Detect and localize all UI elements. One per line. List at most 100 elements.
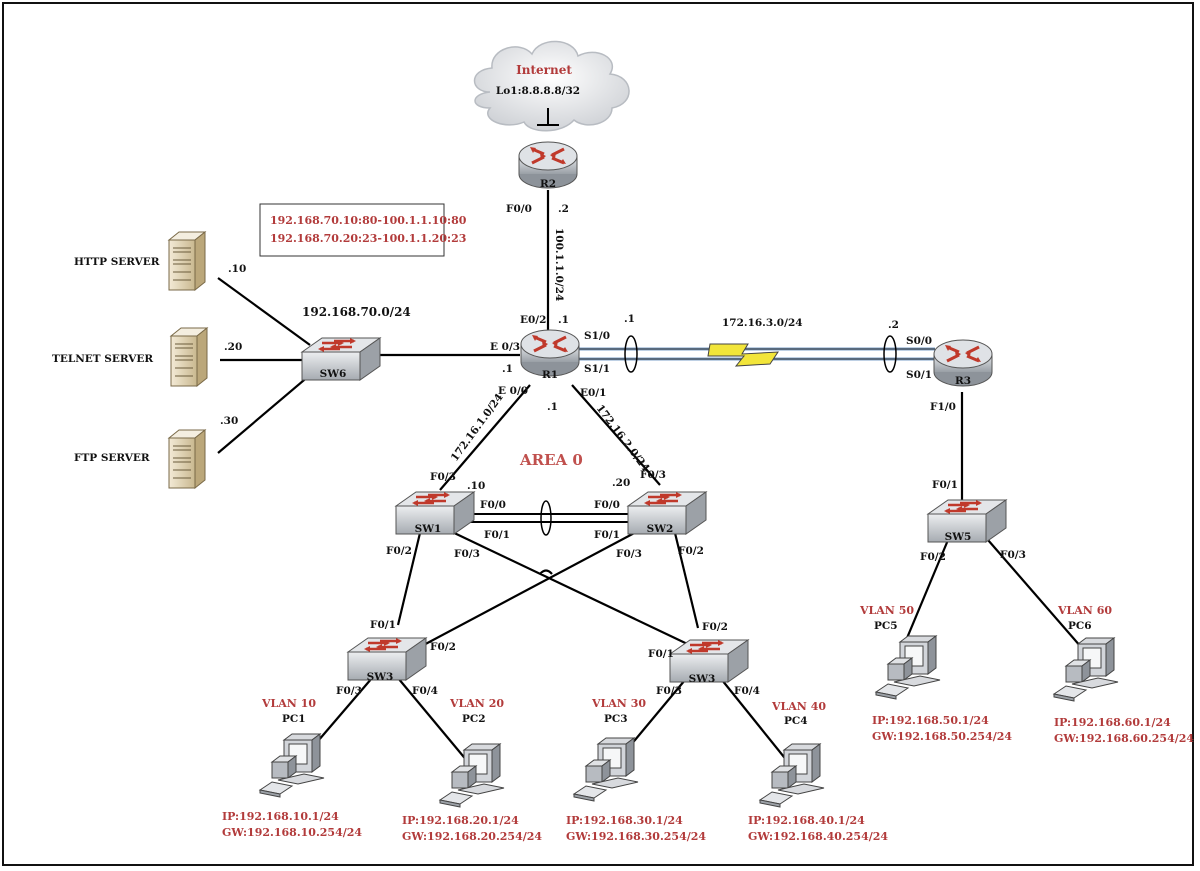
link-sw3a-pc1 (311, 677, 373, 749)
r1-sw2-subnet: 172.16.2.0/24 (594, 403, 652, 475)
pc6-vlan: VLAN 60 (1057, 604, 1112, 617)
r1-r3-subnet: 172.16.3.0/24 (722, 317, 803, 329)
link-r1-sw2 (571, 384, 661, 486)
r1-s10: S1/0 (584, 330, 610, 342)
link-sw3b-pc3 (624, 679, 686, 753)
pc2-vlan: VLAN 20 (449, 697, 504, 710)
sw1-f00: F0/0 (480, 499, 506, 511)
sw1-label: SW1 (415, 523, 442, 535)
pc6-ip: IP:192.168.60.1/24 (1054, 716, 1171, 729)
sw2-label: SW2 (647, 523, 674, 535)
sw1-f03: F0/3 (430, 471, 456, 483)
server-icon (168, 429, 206, 489)
etherchannel-sw1-sw2 (455, 500, 632, 536)
r1-sw1-subnet: 172.16.1.0/24 (449, 392, 506, 464)
r1-s11: S1/1 (584, 363, 610, 375)
sw2-f00: F0/0 (594, 499, 620, 511)
pc-icon (875, 635, 941, 700)
link-http-sw6 (217, 277, 311, 346)
pc4-ip: IP:192.168.40.1/24 (748, 814, 865, 827)
pc5-ip: IP:192.168.50.1/24 (872, 714, 989, 727)
sw2-f03b: F0/3 (616, 548, 642, 560)
pc-icon (1053, 637, 1119, 702)
ftp-server-host: .30 (220, 415, 238, 427)
crossover-arc (539, 569, 553, 575)
r1-bottom-host: .1 (547, 401, 558, 413)
pc3-name: PC3 (604, 713, 628, 725)
http-server-host: .10 (228, 263, 246, 275)
link-sw3b-pc4 (721, 679, 789, 763)
sw2-f03: F0/3 (640, 469, 666, 481)
nat-box (259, 203, 445, 257)
r1-r2-subnet: 100.1.1.0/24 (553, 228, 565, 301)
links (217, 190, 1089, 763)
sw3b-f03: F0/3 (656, 685, 682, 697)
pc-icon (759, 743, 825, 808)
link-sw3a-pc2 (397, 677, 469, 763)
r1-serial-host: .1 (624, 313, 635, 325)
sw3b-label: SW3 (689, 673, 716, 685)
pc6-name: PC6 (1068, 620, 1092, 632)
pc1-ip: IP:192.168.10.1/24 (222, 810, 339, 823)
pc2-gw: GW:192.168.20.254/24 (402, 830, 542, 843)
r2-label: R2 (540, 178, 556, 190)
pc4-gw: GW:192.168.40.254/24 (748, 830, 888, 843)
r3-s00: S0/0 (906, 335, 932, 347)
server-telnet[interactable] (170, 327, 208, 387)
sw5-f01: F0/1 (932, 479, 958, 491)
server-icon (170, 327, 208, 387)
link-sw1-sw3a (396, 532, 422, 626)
sw3b-f02: F0/2 (702, 621, 728, 633)
pc4-name: PC4 (784, 715, 808, 727)
sw5-label: SW5 (945, 531, 972, 543)
pc2-name: PC2 (462, 713, 486, 725)
internet-cloud-icon (473, 40, 630, 132)
link-sw2-sw3b (673, 532, 700, 629)
link-sw1-sw3b (447, 529, 701, 651)
link-sw2-sw3a (417, 529, 641, 649)
pc-6[interactable] (1053, 637, 1119, 702)
r1-e02: E0/2 (520, 314, 546, 326)
sw3a-f02: F0/2 (430, 641, 456, 653)
http-server-name: HTTP SERVER (74, 256, 160, 268)
pc-1[interactable] (259, 733, 325, 798)
server-icon (168, 231, 206, 291)
r2-host: .2 (558, 203, 569, 215)
pc-4[interactable] (759, 743, 825, 808)
server-http[interactable] (168, 231, 206, 291)
r1-top-host: .1 (558, 314, 569, 326)
server-ftp[interactable] (168, 429, 206, 489)
link-ftp-sw6 (217, 374, 311, 454)
link-sw5-pc5 (900, 539, 950, 651)
sw5-f03: F0/3 (1000, 549, 1026, 561)
sw1-f02: F0/2 (386, 545, 412, 557)
labels: Internet Lo1:8.8.8.8/32 R2 R1 R3 SW6 SW1… (52, 63, 1194, 843)
pc4-vlan: VLAN 40 (771, 700, 826, 713)
pc-5[interactable] (875, 635, 941, 700)
r3-s01: S0/1 (906, 369, 932, 381)
pc-3[interactable] (573, 737, 639, 802)
serial-lightning-icon (707, 343, 779, 367)
sw3a-f01: F0/1 (370, 619, 396, 631)
r1-e01: E0/1 (580, 387, 606, 399)
pc5-vlan: VLAN 50 (859, 604, 914, 617)
pc-2[interactable] (439, 743, 505, 808)
pc3-gw: GW:192.168.30.254/24 (566, 830, 706, 843)
r1-e03: E 0/3 (490, 341, 520, 353)
serial-links-r1-r3 (578, 335, 935, 373)
r1-left-host: .1 (502, 363, 513, 375)
internet-label: Internet (516, 63, 572, 77)
pc1-vlan: VLAN 10 (261, 697, 316, 710)
pc1-name: PC1 (282, 713, 306, 725)
sw6-label: SW6 (320, 368, 347, 380)
r1-label: R1 (542, 369, 558, 381)
pc5-name: PC5 (874, 620, 898, 632)
nat-line-1: 192.168.70.10:80-100.1.1.10:80 (270, 214, 467, 227)
pc-icon (573, 737, 639, 802)
pc2-ip: IP:192.168.20.1/24 (402, 814, 519, 827)
pc5-gw: GW:192.168.50.254/24 (872, 730, 1012, 743)
nat-line-2: 192.168.70.20:23-100.1.1.20:23 (270, 232, 466, 245)
sw1-host: .10 (467, 480, 485, 492)
